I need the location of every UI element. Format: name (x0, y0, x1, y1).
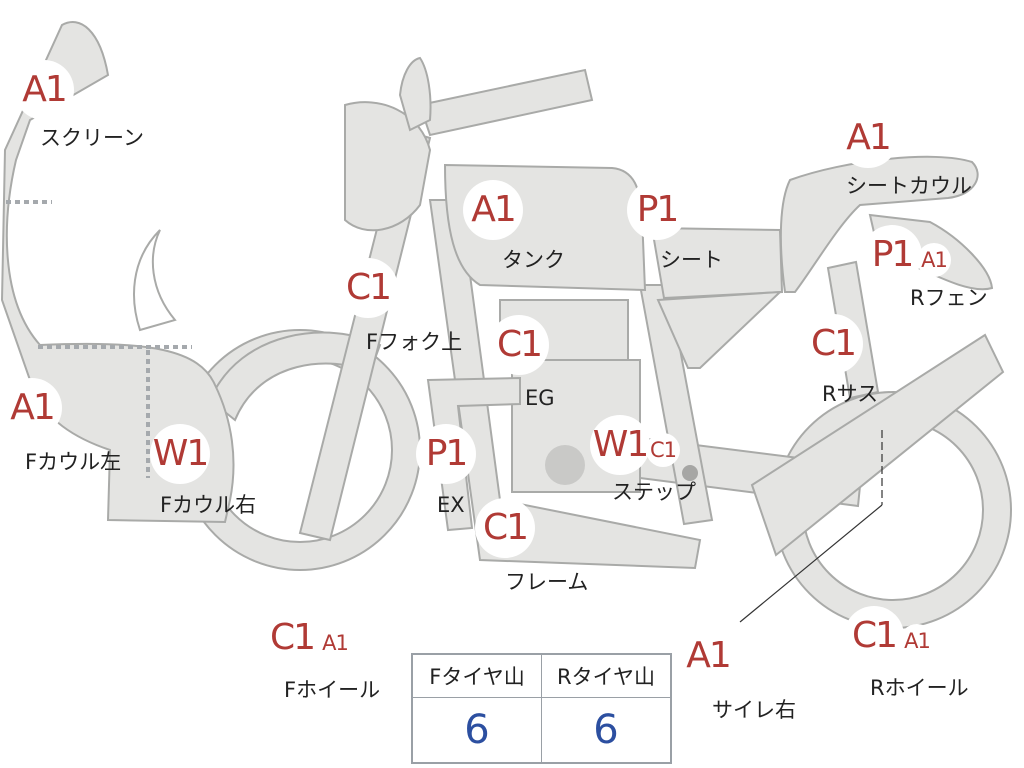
part-label-cowl-right: Fカウル右 (160, 493, 257, 517)
part-label-frame: フレーム (505, 570, 589, 594)
grade-badge: C1 (338, 258, 398, 318)
grade-badge: A1 (838, 108, 898, 168)
front-tire-value: 6 (411, 697, 542, 764)
grade-badge: C1 (803, 314, 863, 374)
handlebar-end-shape (398, 56, 432, 132)
grade-badge: A1 (678, 626, 738, 686)
grade-badge: A1 (318, 626, 352, 660)
cowl-cutout-shape (133, 229, 177, 332)
part-label-front-fork: Fフォク上 (366, 330, 463, 354)
part-label-silencer-right: サイレ右 (712, 698, 796, 722)
rear-tire-header: Rタイヤ山 (541, 653, 672, 698)
silencer-shape (750, 333, 1005, 557)
part-label-seat-cowl: シートカウル (846, 174, 972, 198)
headlight-shape (344, 101, 432, 232)
part-label-exhaust: EX (437, 493, 465, 517)
grade-badge: W1 (150, 424, 210, 484)
seat-shape (650, 226, 784, 300)
rear-tire-value: 6 (541, 697, 672, 764)
grade-badge: C1 (262, 608, 322, 668)
grade-badge: C1 (489, 315, 549, 375)
grade-badge: A1 (900, 624, 934, 658)
grade-badge: A1 (917, 243, 951, 277)
grade-badge: C1 (844, 606, 904, 666)
grade-badge: A1 (14, 60, 74, 120)
part-label-seat: シート (660, 248, 723, 272)
front-tire-header: Fタイヤ山 (411, 653, 542, 698)
part-label-rear-suspension: Rサス (822, 382, 879, 406)
grade-badge: P1 (416, 424, 476, 484)
grade-badge: C1 (475, 498, 535, 558)
exhaust-pipe-shape (426, 376, 521, 532)
grade-badge: C1 (646, 433, 680, 467)
leader-line (739, 504, 883, 623)
part-label-tank: タンク (502, 248, 565, 272)
handlebar-shape (418, 68, 594, 137)
part-label-front-wheel: Fホイール (284, 678, 381, 702)
grade-badge: W1 (590, 415, 650, 475)
grade-badge: A1 (2, 378, 62, 438)
part-label-step: ステップ (612, 480, 696, 504)
part-label-cowl-left: Fカウル左 (25, 450, 122, 474)
part-label-rear-wheel: Rホイール (870, 676, 969, 700)
part-label-screen: スクリーン (40, 126, 144, 150)
part-label-rear-fender: Rフェン (910, 286, 988, 310)
tire-tread-table: Fタイヤ山 Rタイヤ山 6 6 (411, 653, 672, 764)
part-label-engine: EG (525, 386, 555, 410)
grade-badge: A1 (463, 180, 523, 240)
grade-badge: P1 (862, 225, 922, 285)
grade-badge: P1 (627, 180, 687, 240)
seat-cowl-shape (779, 155, 979, 293)
seat-lower-shape (656, 290, 783, 369)
